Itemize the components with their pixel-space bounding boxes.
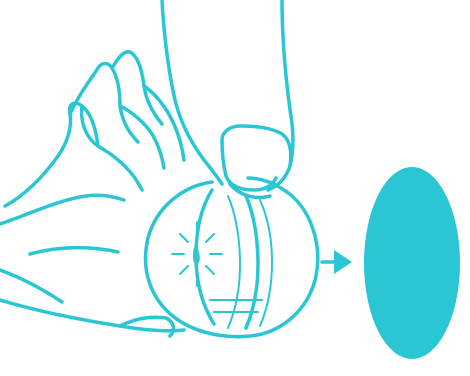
thumb-icon: [162, 0, 293, 198]
wearable-clip-icon: [146, 178, 318, 337]
target-oval-icon: [364, 167, 460, 359]
arrow-right-icon: [322, 250, 352, 274]
hand-icon: [0, 52, 184, 336]
